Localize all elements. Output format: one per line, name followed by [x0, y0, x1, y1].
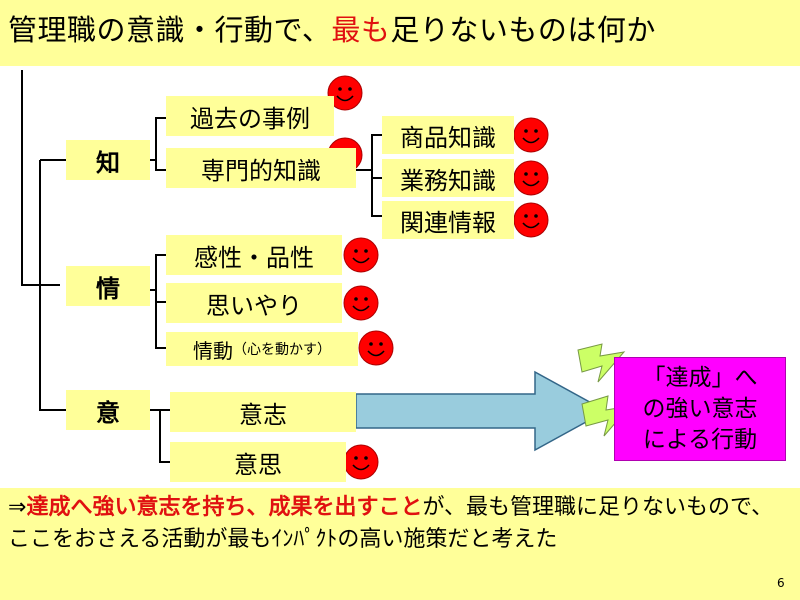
result-line-1: 「達成」へ: [642, 364, 758, 391]
category-jo: 情: [66, 266, 150, 306]
title-bar: [0, 0, 800, 66]
item-omoiyari: 思いやり: [166, 283, 342, 323]
page-title: 管理職の意識・行動で、最も足りないものは何か: [8, 13, 656, 47]
item-senmon: 専門的知識: [166, 148, 356, 188]
title-emphasis: 最も: [331, 13, 391, 47]
result-line-2: の強い意志: [642, 395, 758, 422]
conclusion-text: ⇒達成へ強い意志を持ち、成果を出すことが、最も管理職に足りないもので、ここをおさ…: [8, 495, 774, 552]
result-box: 「達成」へ の強い意志 による行動: [614, 357, 786, 461]
item-ishi-thought: 意思: [170, 442, 346, 482]
item-ishi-will: 意志: [170, 392, 356, 432]
result-line-3: による行動: [642, 426, 758, 453]
conclusion-emphasis: 達成へ強い意志を持ち、成果を出すこと: [26, 495, 423, 520]
conclusion-bar: [0, 488, 800, 600]
item-kako: 過去の事例: [166, 96, 334, 136]
item-shohin: 商品知識: [382, 116, 514, 154]
category-i: 意: [66, 390, 150, 430]
big-arrow: [355, 370, 608, 452]
tree-connectors: [21, 70, 382, 463]
page-number: 6: [777, 576, 785, 590]
lightning-icon: [577, 343, 626, 383]
item-gyomu: 業務知識: [382, 159, 514, 197]
item-kanren: 関連情報: [382, 201, 514, 239]
item-jodo: 情動（心を動かす）: [166, 332, 358, 366]
item-kansei: 感性・品性: [166, 235, 342, 275]
category-chi: 知: [66, 140, 150, 180]
